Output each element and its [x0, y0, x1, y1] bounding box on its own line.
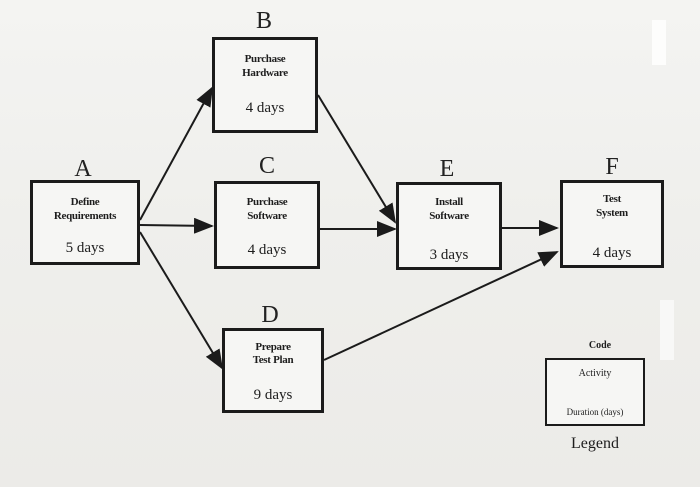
- node-e-name-line1: Install: [435, 196, 463, 208]
- node-d-code: D: [261, 302, 279, 328]
- node-a-duration: 5 days: [65, 240, 105, 256]
- activity-node-d: Prepare Test Plan 9 days: [222, 328, 324, 413]
- node-f-name-line1: Test: [603, 193, 621, 205]
- node-e-name-line2: Software: [429, 210, 469, 222]
- legend-duration-label: Duration (days): [566, 407, 624, 417]
- node-e-code: E: [439, 156, 455, 182]
- arrow-a-d: [139, 231, 224, 370]
- legend-title: Legend: [571, 435, 619, 452]
- node-a-code: A: [74, 156, 92, 182]
- node-b-name-line1: Purchase: [244, 53, 286, 65]
- node-f-name-line2: System: [596, 207, 628, 219]
- node-d-name-line2: Test Plan: [252, 354, 294, 366]
- node-b-name-line2: Hardware: [242, 67, 288, 79]
- node-d-duration: 9 days: [253, 387, 293, 403]
- arrow-b-e: [317, 94, 397, 224]
- activity-node-c: Purchase Software 4 days: [214, 181, 320, 269]
- node-a-name-line2: Requirements: [53, 210, 117, 222]
- node-c-name-line2: Software: [247, 210, 287, 222]
- legend-code-label: Code: [588, 340, 612, 351]
- screen-glare: [652, 20, 666, 65]
- screen-glare: [660, 300, 674, 360]
- node-a-name-line1: Define: [70, 196, 100, 208]
- node-e-duration: 3 days: [429, 247, 469, 263]
- arrow-a-b: [139, 86, 213, 221]
- arrow-a-c: [139, 217, 214, 234]
- arrow-d-f: [323, 251, 559, 361]
- legend-box: Activity Duration (days): [545, 358, 645, 426]
- node-c-name-line1: Purchase: [246, 196, 288, 208]
- node-d-name-line1: Prepare: [255, 341, 291, 353]
- node-c-code: C: [258, 153, 275, 179]
- activity-node-a: Define Requirements 5 days: [30, 180, 140, 265]
- activity-node-b: Purchase Hardware 4 days: [212, 37, 318, 133]
- node-b-duration: 4 days: [245, 100, 285, 116]
- node-f-duration: 4 days: [592, 245, 632, 261]
- node-c-duration: 4 days: [247, 242, 287, 258]
- activity-node-f: Test System 4 days: [560, 180, 664, 268]
- legend-activity-label: Activity: [578, 368, 612, 379]
- node-f-code: F: [605, 154, 619, 180]
- node-b-code: B: [255, 8, 272, 34]
- activity-node-e: Install Software 3 days: [396, 182, 502, 270]
